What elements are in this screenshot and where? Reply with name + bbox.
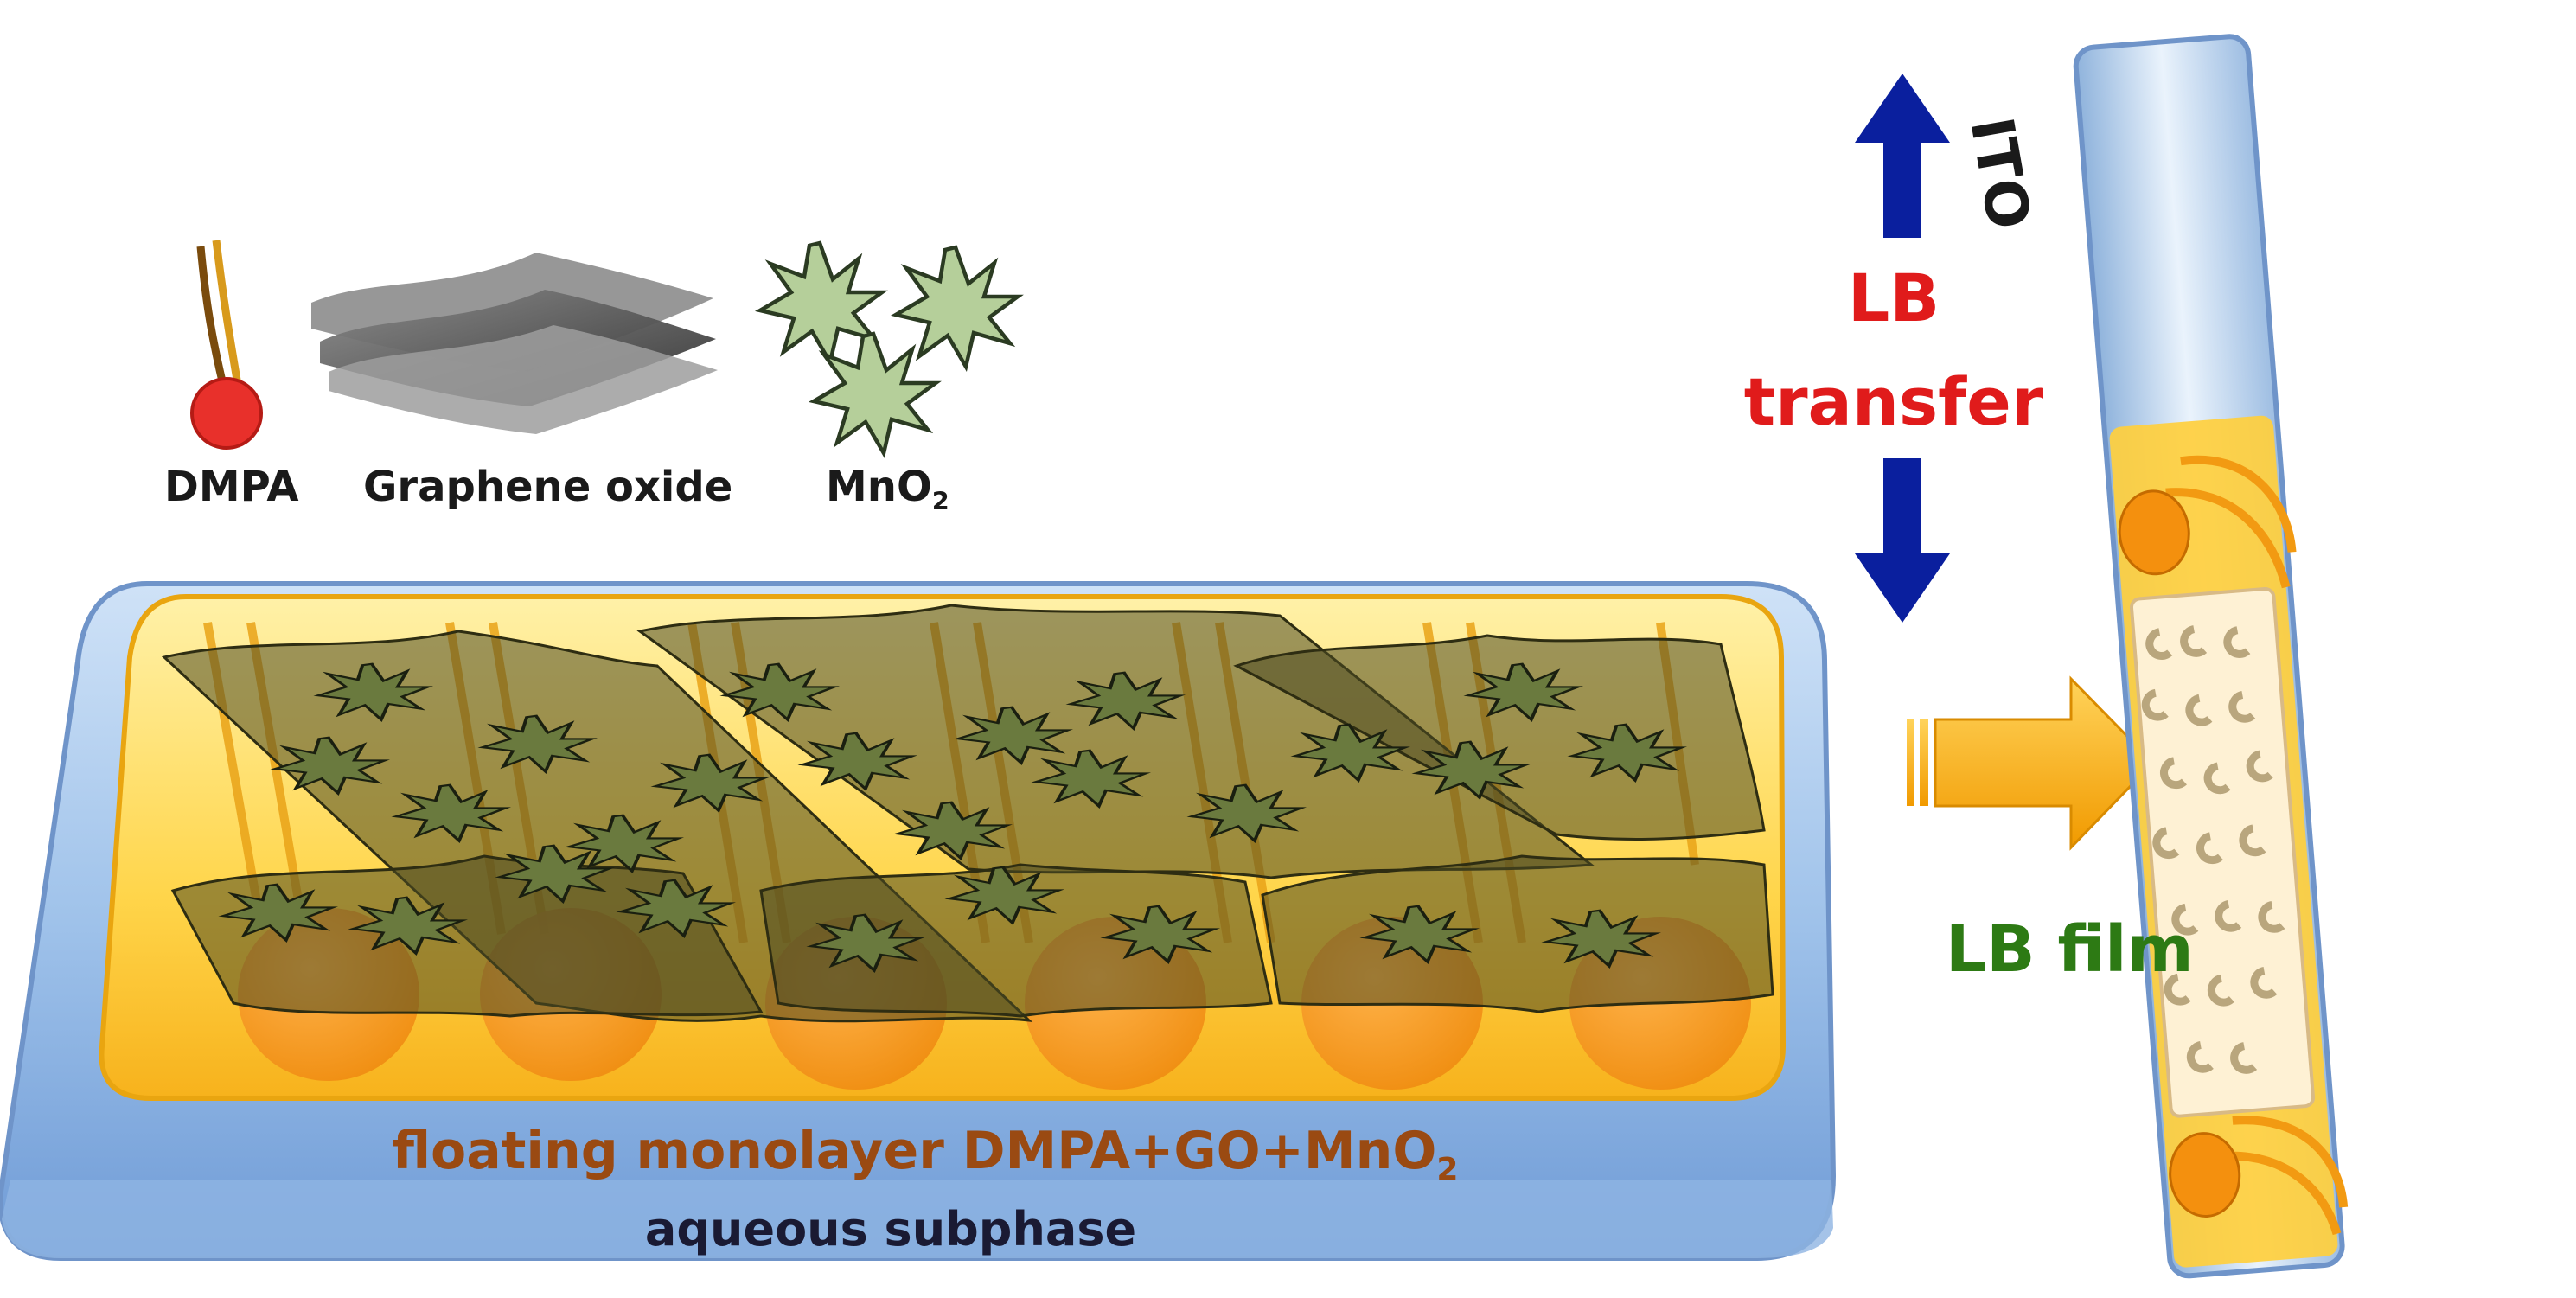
dmpa-molecule-icon — [190, 240, 263, 450]
label-mno2-base: MnO — [826, 463, 932, 511]
down-arrow-icon — [1855, 458, 1950, 623]
graphene-oxide-icon — [311, 253, 718, 434]
label-mno2-subscript: 2 — [931, 486, 949, 516]
right-arrow-icon — [1907, 675, 2156, 851]
label-graphene-oxide: Graphene oxide — [363, 463, 733, 511]
label-floating-subscript: 2 — [1436, 1152, 1459, 1187]
mno2-particle-icon — [760, 243, 1018, 453]
label-lb-transfer-line2: transfer — [1743, 363, 2044, 440]
up-arrow-icon — [1855, 74, 1950, 238]
label-floating-base: floating monolayer DMPA+GO+MnO — [392, 1121, 1437, 1181]
label-dmpa: DMPA — [164, 463, 299, 511]
label-lb-transfer-line1: LB — [1847, 259, 1940, 336]
label-mno2: MnO2 — [826, 463, 949, 516]
label-aqueous-subphase: aqueous subphase — [644, 1202, 1137, 1256]
label-floating-monolayer: floating monolayer DMPA+GO+MnO2 — [0, 1121, 1851, 1187]
ito-slide — [2073, 34, 2349, 1279]
graphene-oxide-sheets — [161, 604, 1774, 1023]
label-lb-film: LB film — [1946, 912, 2194, 987]
